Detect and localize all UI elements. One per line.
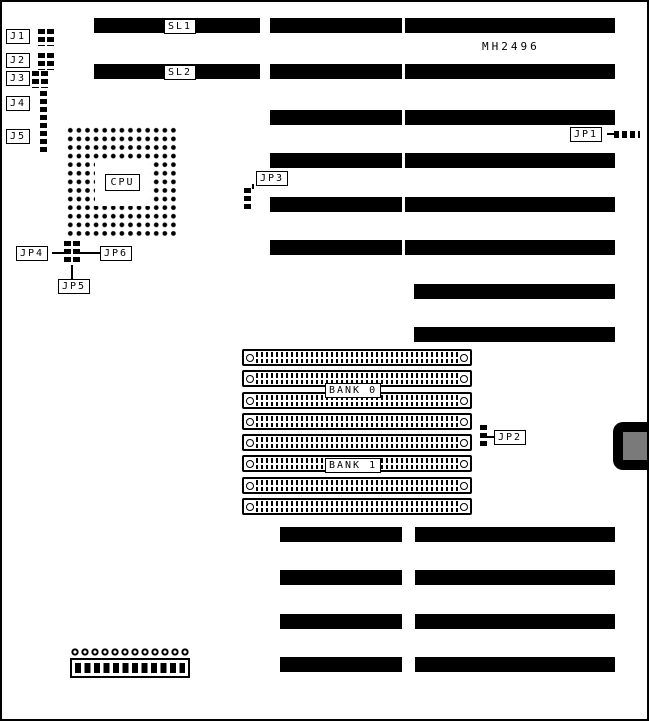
jumper-label-jp2: JP2 xyxy=(494,430,527,445)
jumper-pins-j3 xyxy=(32,71,48,88)
slot-label-sl2: SL2 xyxy=(164,65,197,80)
jumper-label-jp4: JP4 xyxy=(16,246,49,261)
jumper-label-jp5: JP5 xyxy=(58,279,91,294)
simm-contacts xyxy=(256,394,458,406)
simm-mount-hole xyxy=(460,460,468,469)
keyboard-din-connector xyxy=(613,422,647,470)
simm-contacts xyxy=(256,373,458,385)
simm-socket xyxy=(242,412,472,430)
simm-socket xyxy=(242,497,472,515)
jp1-pointer-line xyxy=(607,133,615,135)
expansion-slot xyxy=(270,18,402,33)
bank0-label: BANK 0 xyxy=(325,383,382,398)
simm-contacts xyxy=(256,500,458,512)
expansion-slot xyxy=(414,327,615,342)
cpu-socket: CPU xyxy=(66,126,178,238)
simm-socket xyxy=(242,349,472,366)
simm-contacts xyxy=(256,352,458,363)
jp2-pointer-line xyxy=(487,436,495,438)
simm-contacts xyxy=(256,479,458,491)
simm-mount-hole xyxy=(460,439,468,448)
expansion-slot xyxy=(270,197,402,212)
simm-contacts xyxy=(256,415,458,427)
power-connector-body xyxy=(70,658,190,678)
jumper-pins-jp3 xyxy=(244,188,251,210)
jumper-label-jp6: JP6 xyxy=(100,246,133,261)
simm-mount-hole xyxy=(246,375,254,384)
simm-memory-area xyxy=(242,349,472,515)
expansion-slot xyxy=(405,110,615,125)
expansion-slot xyxy=(270,110,402,125)
simm-mount-hole xyxy=(246,354,254,362)
bank1-label: BANK 1 xyxy=(325,458,382,473)
jumper-label-j5: J5 xyxy=(6,129,31,144)
simm-contacts xyxy=(256,437,458,449)
power-connector-cells xyxy=(75,663,185,673)
keyboard-din-connector-inner xyxy=(623,432,647,460)
simm-mount-hole xyxy=(460,417,468,426)
simm-socket xyxy=(242,434,472,452)
simm-mount-hole xyxy=(460,396,468,405)
expansion-slot xyxy=(405,64,615,79)
power-connector xyxy=(70,647,190,678)
power-connector-pins xyxy=(70,647,190,657)
cpu-socket-center: CPU xyxy=(95,159,150,206)
expansion-slot xyxy=(270,153,402,168)
expansion-slot xyxy=(405,153,615,168)
jumper-label-j4: J4 xyxy=(6,96,31,111)
jumper-label-j1: J1 xyxy=(6,29,31,44)
simm-mount-hole xyxy=(460,502,468,511)
simm-mount-hole xyxy=(246,460,254,469)
jumper-pins-jp2 xyxy=(480,425,487,449)
simm-mount-hole xyxy=(460,375,468,384)
simm-socket xyxy=(242,476,472,494)
jp5-pointer-line xyxy=(71,265,73,279)
jumper-pins-j5 xyxy=(40,123,47,155)
jumper-label-j2: J2 xyxy=(6,53,31,68)
jumper-pins-j4 xyxy=(40,91,47,123)
expansion-slot xyxy=(415,657,615,672)
expansion-slot xyxy=(280,527,402,542)
simm-mount-hole xyxy=(246,396,254,405)
simm-mount-hole xyxy=(460,354,468,362)
cpu-label: CPU xyxy=(105,174,140,191)
expansion-slot xyxy=(270,64,402,79)
expansion-slot xyxy=(280,570,402,585)
simm-mount-hole xyxy=(246,481,254,490)
jp6-pointer-line xyxy=(80,252,100,254)
expansion-slot xyxy=(280,614,402,629)
expansion-slot xyxy=(270,240,402,255)
jumper-pins-jp4-jp5-jp6 xyxy=(64,241,80,265)
slot-label-sl1: SL1 xyxy=(164,19,197,34)
board-model-text: MH2496 xyxy=(482,40,540,53)
simm-mount-hole xyxy=(246,502,254,511)
jp3-pointer-line xyxy=(252,184,254,189)
expansion-slot xyxy=(405,240,615,255)
jp4-pointer-line xyxy=(52,252,64,254)
expansion-slot xyxy=(414,284,615,299)
expansion-slot xyxy=(280,657,402,672)
jumper-pins-jp1 xyxy=(614,131,640,138)
jumper-label-jp3: JP3 xyxy=(256,171,289,186)
expansion-slot xyxy=(405,18,615,33)
expansion-slot xyxy=(415,527,615,542)
jumper-pins-j2 xyxy=(38,53,54,70)
simm-mount-hole xyxy=(246,439,254,448)
simm-mount-hole xyxy=(460,481,468,490)
simm-mount-hole xyxy=(246,417,254,426)
expansion-slot xyxy=(415,570,615,585)
expansion-slot xyxy=(405,197,615,212)
jumper-label-j3: J3 xyxy=(6,71,31,86)
jumper-pins-j1 xyxy=(38,29,54,46)
jumper-label-jp1: JP1 xyxy=(570,127,603,142)
expansion-slot xyxy=(415,614,615,629)
